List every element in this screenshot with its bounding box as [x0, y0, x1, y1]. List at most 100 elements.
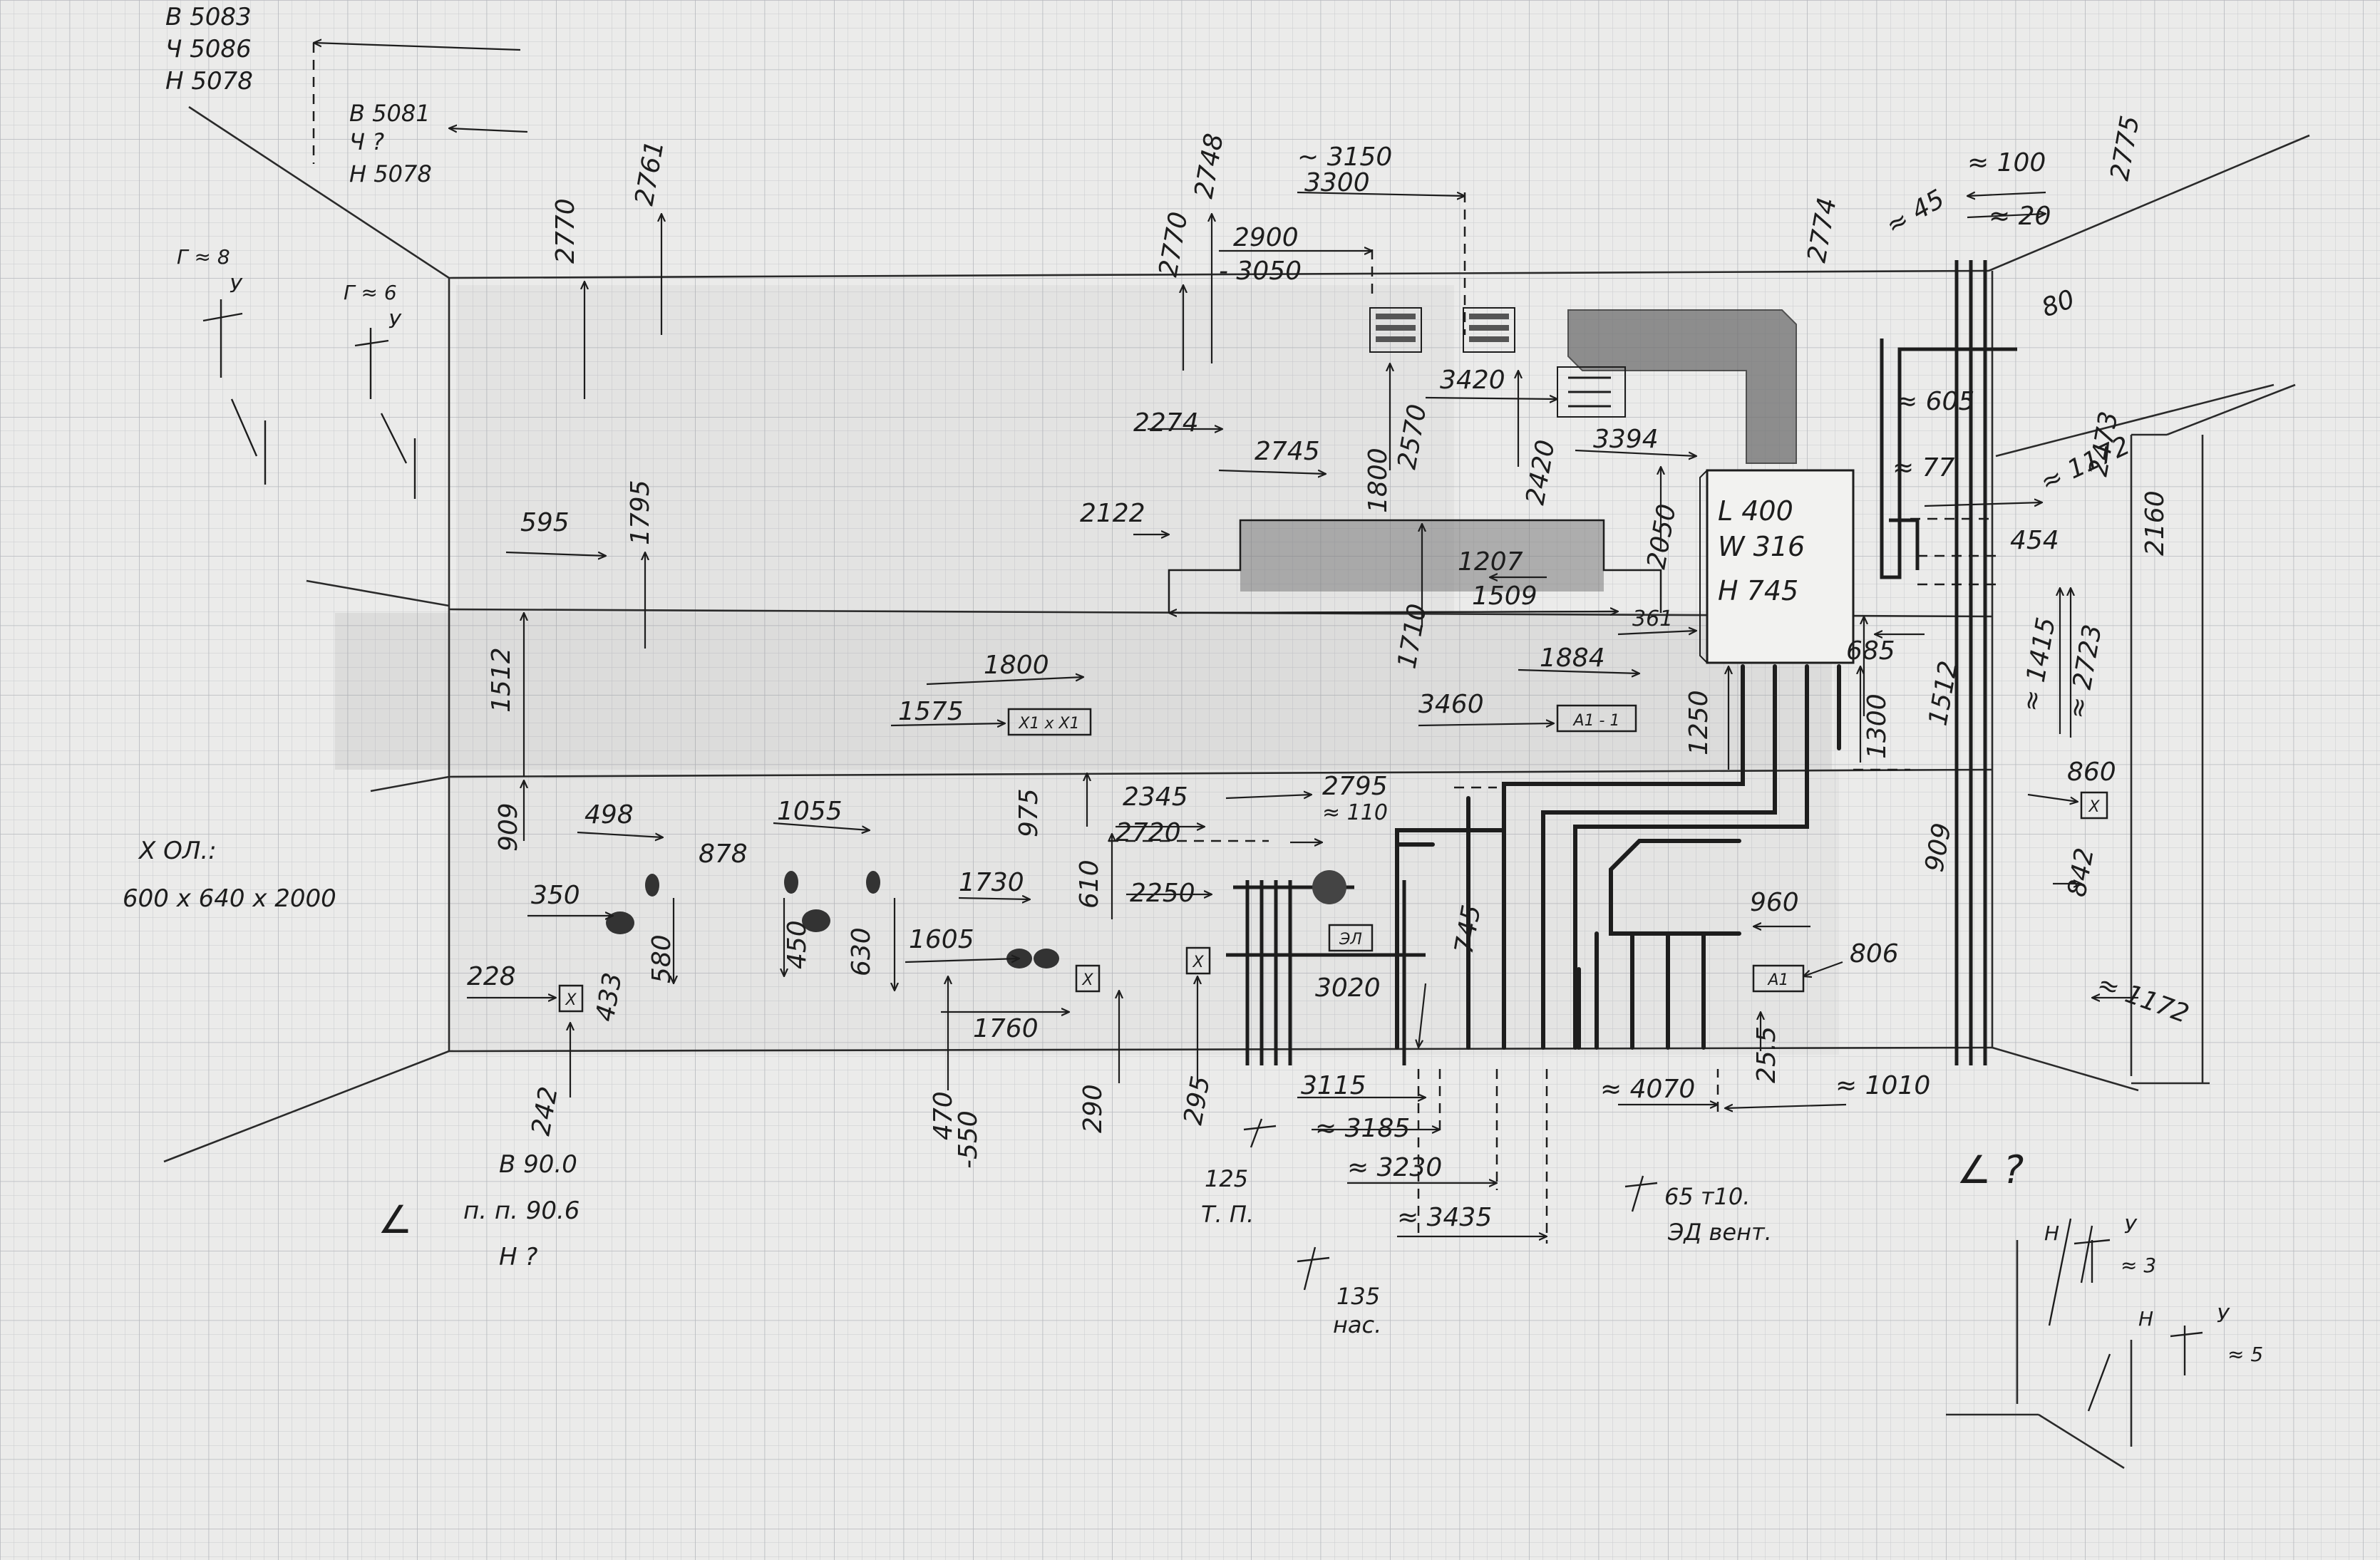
- svg-text:1512: 1512: [487, 647, 516, 713]
- svg-text:Н 5078: Н 5078: [349, 160, 432, 187]
- svg-text:В 5081: В 5081: [349, 100, 431, 127]
- tag-t5: Х: [1192, 954, 1204, 971]
- floor-level-note: В 90.0 п. п. 90.6 Н ?: [463, 1150, 579, 1271]
- nas-note: 135 нас.: [1333, 1283, 1381, 1338]
- level-top-left: В 5083 Ч 5086 Н 5078: [165, 3, 253, 95]
- svg-text:1250: 1250: [1684, 690, 1714, 755]
- svg-text:1300: 1300: [1863, 693, 1892, 759]
- svg-text:2770: 2770: [551, 198, 580, 264]
- pencil-shading: [335, 285, 1839, 1055]
- vent-note: 65 т10. ЭД вент.: [1664, 1183, 1772, 1246]
- svg-text:1207: 1207: [1458, 547, 1523, 577]
- svg-text:1055: 1055: [777, 797, 843, 826]
- svg-text:960: 960: [1750, 888, 1799, 917]
- svg-text:1509: 1509: [1472, 582, 1537, 611]
- corner-right-marks: Н У ≈ 3 Н У ≈ 5: [2044, 1214, 2263, 1366]
- svg-text:Н: Н: [2138, 1307, 2153, 1331]
- svg-text:2745: 2745: [1255, 437, 1320, 466]
- svg-text:≈ 605: ≈ 605: [1896, 387, 1974, 416]
- angle-right: ∠ ?: [1957, 1147, 2024, 1192]
- svg-text:361: 361: [1632, 606, 1673, 631]
- svg-text:≈ 3230: ≈ 3230: [1347, 1153, 1442, 1182]
- svg-text:Г ≈ 6: Г ≈ 6: [344, 281, 397, 304]
- svg-text:2900: 2900: [1233, 223, 1299, 252]
- boiler-unit: [1699, 469, 1855, 664]
- svg-text:1760: 1760: [973, 1014, 1039, 1043]
- svg-text:909: 909: [494, 802, 523, 852]
- svg-text:595: 595: [520, 508, 570, 537]
- svg-text:806: 806: [1850, 939, 1899, 968]
- svg-text:610: 610: [1075, 859, 1104, 909]
- svg-text:2720: 2720: [1116, 818, 1181, 847]
- svg-text:65 т10.: 65 т10.: [1664, 1183, 1750, 1210]
- svg-text:470: 470: [929, 1091, 958, 1140]
- svg-text:2122: 2122: [1080, 499, 1145, 528]
- sockets: [606, 871, 1059, 968]
- svg-text:450: 450: [783, 920, 812, 969]
- svg-text:2345: 2345: [1123, 782, 1188, 812]
- svg-text:3394: 3394: [1593, 425, 1659, 454]
- svg-text:В 5083: В 5083: [165, 3, 252, 31]
- svg-text:-550: -550: [954, 1110, 983, 1169]
- svg-text:3420: 3420: [1440, 366, 1505, 395]
- svg-text:У: У: [2217, 1303, 2230, 1327]
- svg-text:≈ 100: ≈ 100: [1967, 148, 2046, 177]
- tag-t2: А1 - 1: [1572, 712, 1620, 730]
- boiler-label: L 400 W 316 H 745: [1718, 495, 1805, 606]
- room-walls: [163, 105, 2310, 1469]
- svg-text:498: 498: [584, 800, 634, 830]
- svg-text:860: 860: [2067, 758, 2116, 787]
- svg-text:135: 135: [1336, 1283, 1380, 1310]
- fixture-size-note: Х ОЛ.: 600 х 640 х 2000: [123, 837, 336, 913]
- level-left: В 5081 Ч ? Н 5078: [349, 100, 432, 187]
- svg-text:630: 630: [847, 927, 876, 976]
- svg-text:685: 685: [1846, 636, 1895, 666]
- tag-t7: ЭЛ: [1339, 931, 1362, 949]
- svg-text:У: У: [388, 309, 402, 333]
- svg-text:Н 5078: Н 5078: [165, 67, 253, 95]
- svg-text:228: 228: [467, 962, 516, 991]
- svg-text:H 745: H 745: [1718, 575, 1798, 606]
- svg-text:≈ 5: ≈ 5: [2227, 1343, 2263, 1366]
- gas-meter: [1312, 870, 1346, 904]
- svg-text:нас.: нас.: [1333, 1311, 1381, 1338]
- tag-t3: Х: [565, 991, 577, 1009]
- svg-text:У: У: [2124, 1214, 2138, 1238]
- svg-text:≈ 3435: ≈ 3435: [1397, 1203, 1492, 1232]
- left-pipes: [1226, 880, 1426, 1065]
- corner-left-marks: Г ≈ 8 У Г ≈ 6 У: [177, 245, 402, 333]
- svg-text:1800: 1800: [1364, 448, 1393, 513]
- svg-text:Х ОЛ.:: Х ОЛ.:: [138, 837, 217, 865]
- svg-text:1605: 1605: [909, 925, 974, 954]
- svg-text:≈ 1010: ≈ 1010: [1835, 1071, 1930, 1100]
- riser-pipes: [1880, 260, 2017, 1065]
- svg-text:≈ 3: ≈ 3: [2121, 1254, 2156, 1277]
- svg-text:1884: 1884: [1540, 644, 1605, 673]
- svg-text:В 90.0: В 90.0: [499, 1150, 577, 1179]
- svg-text:≈ 4070: ≈ 4070: [1600, 1075, 1695, 1104]
- svg-text:25.5: 25.5: [1752, 1026, 1781, 1083]
- svg-text:Т. П.: Т. П.: [1201, 1201, 1254, 1228]
- ceiling-fixtures: [1369, 307, 1797, 464]
- svg-text:454: 454: [2010, 526, 2059, 555]
- svg-text:≈ 110: ≈ 110: [1322, 800, 1388, 825]
- svg-text:ЭД вент.: ЭД вент.: [1667, 1219, 1772, 1246]
- svg-text:2795: 2795: [1322, 772, 1388, 801]
- svg-text:1575: 1575: [898, 697, 964, 726]
- tag-t4: Х: [1081, 971, 1093, 989]
- tag-t1: Х1 х Х1: [1018, 715, 1079, 733]
- svg-text:1800: 1800: [984, 651, 1049, 680]
- svg-text:3115: 3115: [1301, 1071, 1366, 1100]
- dimension-numbers-vertical: 2770 2761 2770 2748 2774 2775 2570 2473 …: [487, 113, 2170, 1169]
- svg-text:L 400: L 400: [1718, 495, 1793, 527]
- svg-text:3460: 3460: [1418, 690, 1484, 719]
- svg-text:350: 350: [531, 881, 580, 910]
- svg-text:Ч ?: Ч ?: [349, 128, 384, 155]
- svg-text:600 х 640 х 2000: 600 х 640 х 2000: [123, 884, 336, 913]
- svg-text:2250: 2250: [1130, 879, 1195, 908]
- svg-text:Н: Н: [2044, 1221, 2059, 1245]
- dashed-guides: [312, 43, 1996, 1244]
- svg-text:1795: 1795: [626, 480, 655, 545]
- svg-text:3300: 3300: [1304, 168, 1370, 197]
